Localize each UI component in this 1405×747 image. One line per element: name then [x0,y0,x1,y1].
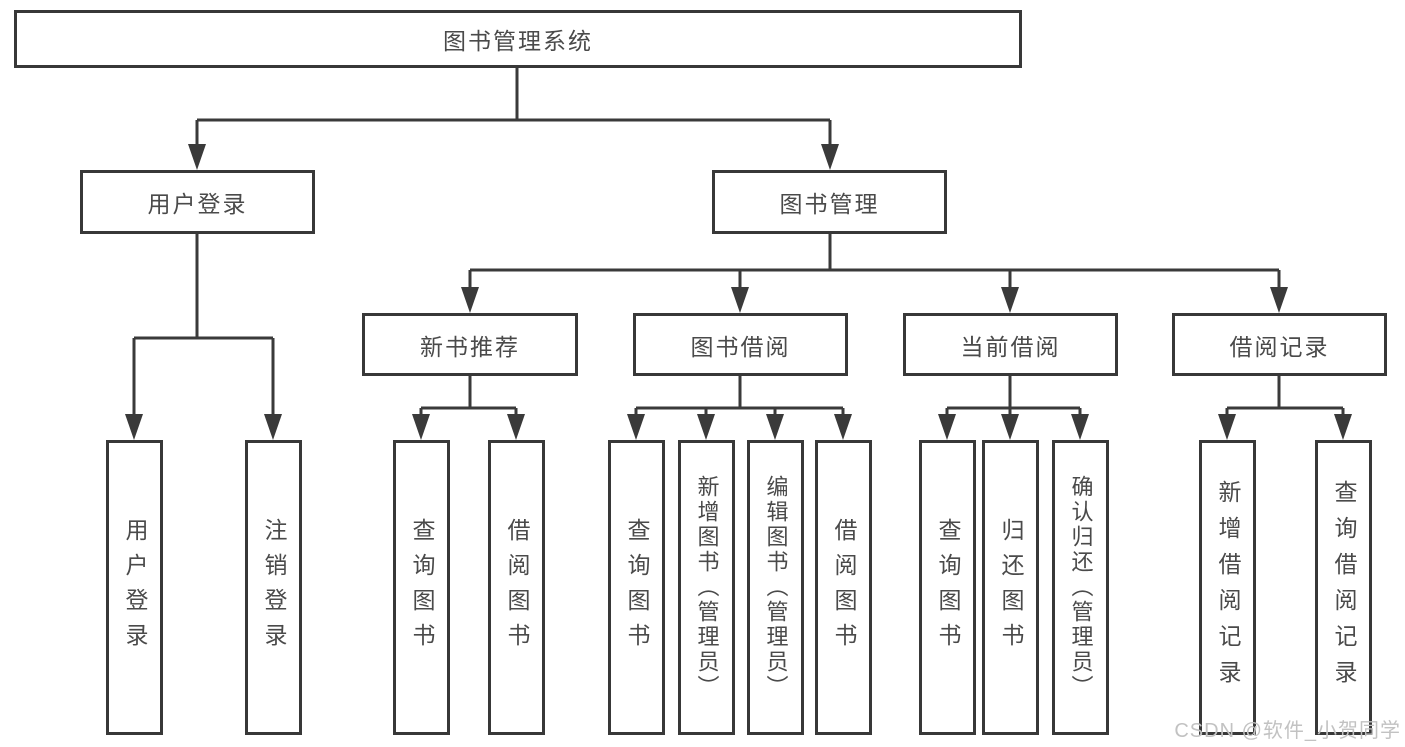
node-user-login: 用户登录 [80,170,315,234]
connector-arrowhead [731,287,749,313]
leaf-label: 查询图书 [624,517,650,658]
leaf-return-book: 归还图书 [982,440,1039,735]
leaf-label: 新增图书（管理员） [694,475,720,700]
leaf-query-borrow-record: 查询借阅记录 [1315,440,1372,735]
connector-arrowhead [766,414,784,440]
leaf-label: 借阅图书 [831,517,857,658]
leaf-label: 注销登录 [261,517,287,658]
node-library-management-system: 图书管理系统 [14,10,1022,68]
leaf-user-login: 用户登录 [106,440,163,735]
connector-arrowhead [1270,287,1288,313]
connector-arrowhead [697,414,715,440]
leaf-logout: 注销登录 [245,440,302,735]
leaf-label: 新增借阅记录 [1215,479,1241,696]
node-label: 借阅记录 [1229,333,1330,360]
leaf-confirm-return-admin: 确认归还（管理员） [1052,440,1109,735]
node-label: 图书管理 [779,191,880,217]
connector-arrowhead [938,414,956,440]
connector-arrowhead [461,287,479,313]
leaf-borrow-books-recommend: 借阅图书 [488,440,545,735]
connector-arrowhead [1218,414,1236,440]
connector-arrowhead [627,414,645,440]
node-new-book-recommend: 新书推荐 [362,313,578,376]
leaf-label: 查询借阅记录 [1331,479,1357,696]
connector-arrowhead [412,414,430,440]
leaf-label: 用户登录 [122,517,148,658]
leaf-edit-book-admin: 编辑图书（管理员） [747,440,804,735]
csdn-watermark: CSDN @软件_小贺同学 [1174,720,1401,742]
leaf-label: 查询图书 [935,517,961,658]
connector-arrowhead [188,144,206,170]
leaf-label: 确认归还（管理员） [1068,475,1094,700]
connector-arrowhead [507,414,525,440]
node-borrowing-records: 借阅记录 [1172,313,1387,376]
connector-arrowhead [1001,414,1019,440]
leaf-label: 归还图书 [998,517,1024,658]
node-book-borrowing: 图书借阅 [633,313,848,376]
leaf-query-books-current: 查询图书 [919,440,976,735]
node-label: 新书推荐 [420,333,520,360]
leaf-borrow-books-borrowing: 借阅图书 [815,440,872,735]
leaf-label: 编辑图书（管理员） [763,475,789,700]
node-label: 图书管理系统 [443,28,593,54]
connector-arrowhead [264,414,282,440]
node-label: 用户登录 [147,191,248,217]
connector-trunk-lines [134,68,1343,410]
leaf-query-books-borrowing: 查询图书 [608,440,665,735]
connector-arrowhead [1334,414,1352,440]
node-label: 图书借阅 [690,333,791,360]
node-book-management: 图书管理 [712,170,947,234]
node-label: 当前借阅 [960,333,1061,360]
connector-arrowhead [1071,414,1089,440]
leaf-query-books-recommend: 查询图书 [393,440,450,735]
connector-arrowhead [125,414,143,440]
node-current-borrowing: 当前借阅 [903,313,1118,376]
connector-arrowhead [834,414,852,440]
leaf-label: 借阅图书 [504,517,530,658]
connector-arrowhead [821,144,839,170]
leaf-add-borrow-record: 新增借阅记录 [1199,440,1256,735]
leaf-label: 查询图书 [409,517,435,658]
connector-arrowhead [1001,287,1019,313]
leaf-add-book-admin: 新增图书（管理员） [678,440,735,735]
